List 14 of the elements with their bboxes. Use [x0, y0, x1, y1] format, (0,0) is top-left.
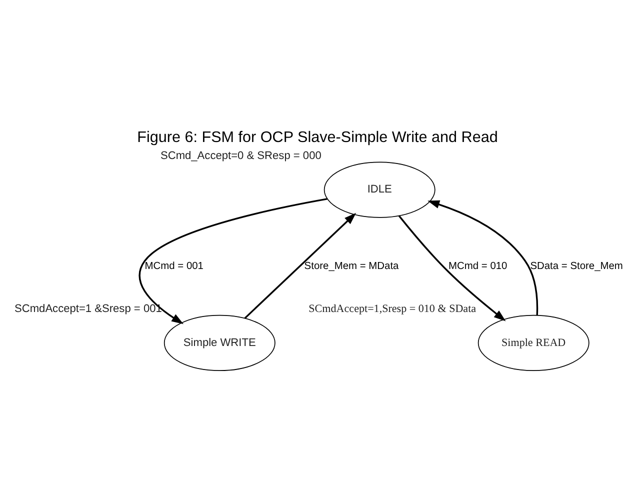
- edge-label: SData = Store_Mem: [530, 261, 623, 272]
- node-ellipse: IDLE: [324, 162, 436, 218]
- node-label: SCmdAccept=1 &Sresp = 001: [14, 303, 162, 316]
- arrow: [428, 200, 538, 316]
- edge-label: Store_Mem = MData: [304, 261, 399, 272]
- edge-label: MCmd = 001: [144, 261, 204, 272]
- diagram-title: Figure 6: FSM for OCP Slave-Simple Write and Read: [137, 129, 498, 146]
- arrow: [398, 215, 506, 322]
- node-label: SCmdAccept=1,Sresp = 010 & SData: [308, 303, 476, 316]
- node-label: SCmd_Accept=0 & SResp = 000: [160, 150, 322, 162]
- node-ellipse: Simple READ: [478, 314, 590, 372]
- edge-label: MCmd = 010: [448, 261, 508, 272]
- arrow: [138, 198, 328, 324]
- arrow: [244, 212, 356, 319]
